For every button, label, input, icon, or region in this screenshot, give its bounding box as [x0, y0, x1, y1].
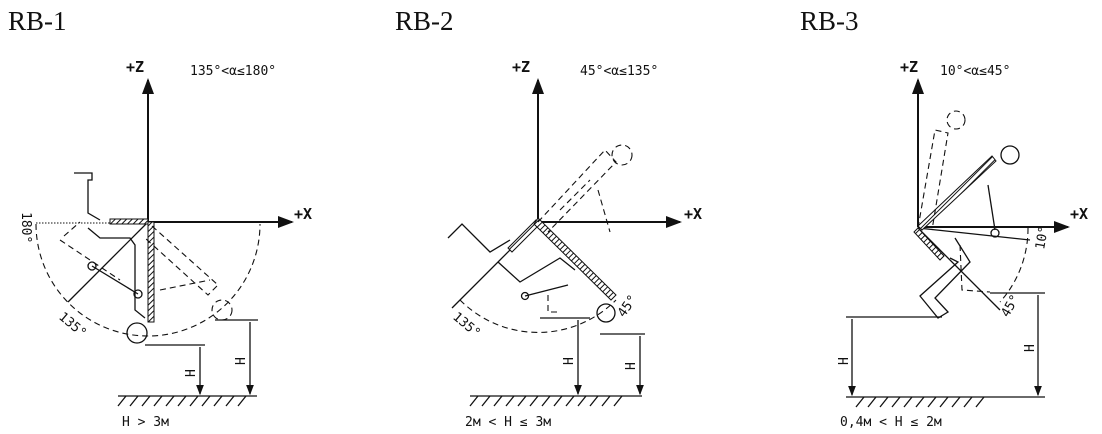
angle-label: 135° [55, 310, 89, 342]
panel-title: RB-2 [395, 6, 454, 36]
back-hatched [533, 217, 617, 301]
height-label: H [184, 369, 199, 377]
height-label: H [837, 357, 852, 365]
height-condition: 0,4м < H ≤ 2м [840, 415, 942, 430]
x-axis-label: +X [294, 205, 312, 223]
height-condition: 2м < H ≤ 3м [465, 415, 551, 430]
head-circle [126, 322, 148, 344]
height-label: H [1023, 344, 1038, 352]
z-axis-label: +Z [900, 58, 918, 76]
angle-label: 10° [1033, 225, 1052, 251]
panel-rb-1: RB-1 +Z 135°<α≤180° +X 180° 135° H H H >… [8, 6, 312, 430]
height-label: H [624, 362, 639, 370]
back-hatched [147, 221, 155, 323]
x-axis-label: +X [1070, 205, 1088, 223]
rotation-arc [999, 227, 1029, 303]
rotation-arc [35, 223, 261, 337]
x-axis-label: +X [684, 205, 702, 223]
angle-range: 10°<α≤45° [940, 64, 1010, 79]
angle-label: 45° [998, 292, 1023, 320]
angle-label: 45° [615, 292, 641, 320]
z-axis-label: +Z [512, 58, 530, 76]
seat-hatched [913, 227, 945, 261]
panel-rb-3: RB-3 +Z 10°<α≤45° +X 10° 45° H H 0,4м < … [800, 6, 1088, 430]
back-hatched [917, 155, 997, 231]
height-label: H [562, 357, 577, 365]
angle-range: 45°<α≤135° [580, 64, 658, 79]
height-condition: H > 3м [122, 415, 169, 430]
panel-title: RB-1 [8, 6, 67, 36]
head-circle [1000, 145, 1020, 165]
head-circle [596, 303, 616, 323]
panel-rb-2: RB-2 +Z 45°<α≤135° +X 135° 45° H H 2м < … [395, 6, 702, 430]
angle-range: 135°<α≤180° [190, 64, 276, 79]
z-axis-label: +Z [126, 58, 144, 76]
seat-hatched [109, 218, 149, 225]
height-label: H [234, 357, 249, 365]
rotation-arc [459, 299, 617, 333]
angle-label: 180° [18, 212, 33, 243]
panel-title: RB-3 [800, 6, 859, 36]
